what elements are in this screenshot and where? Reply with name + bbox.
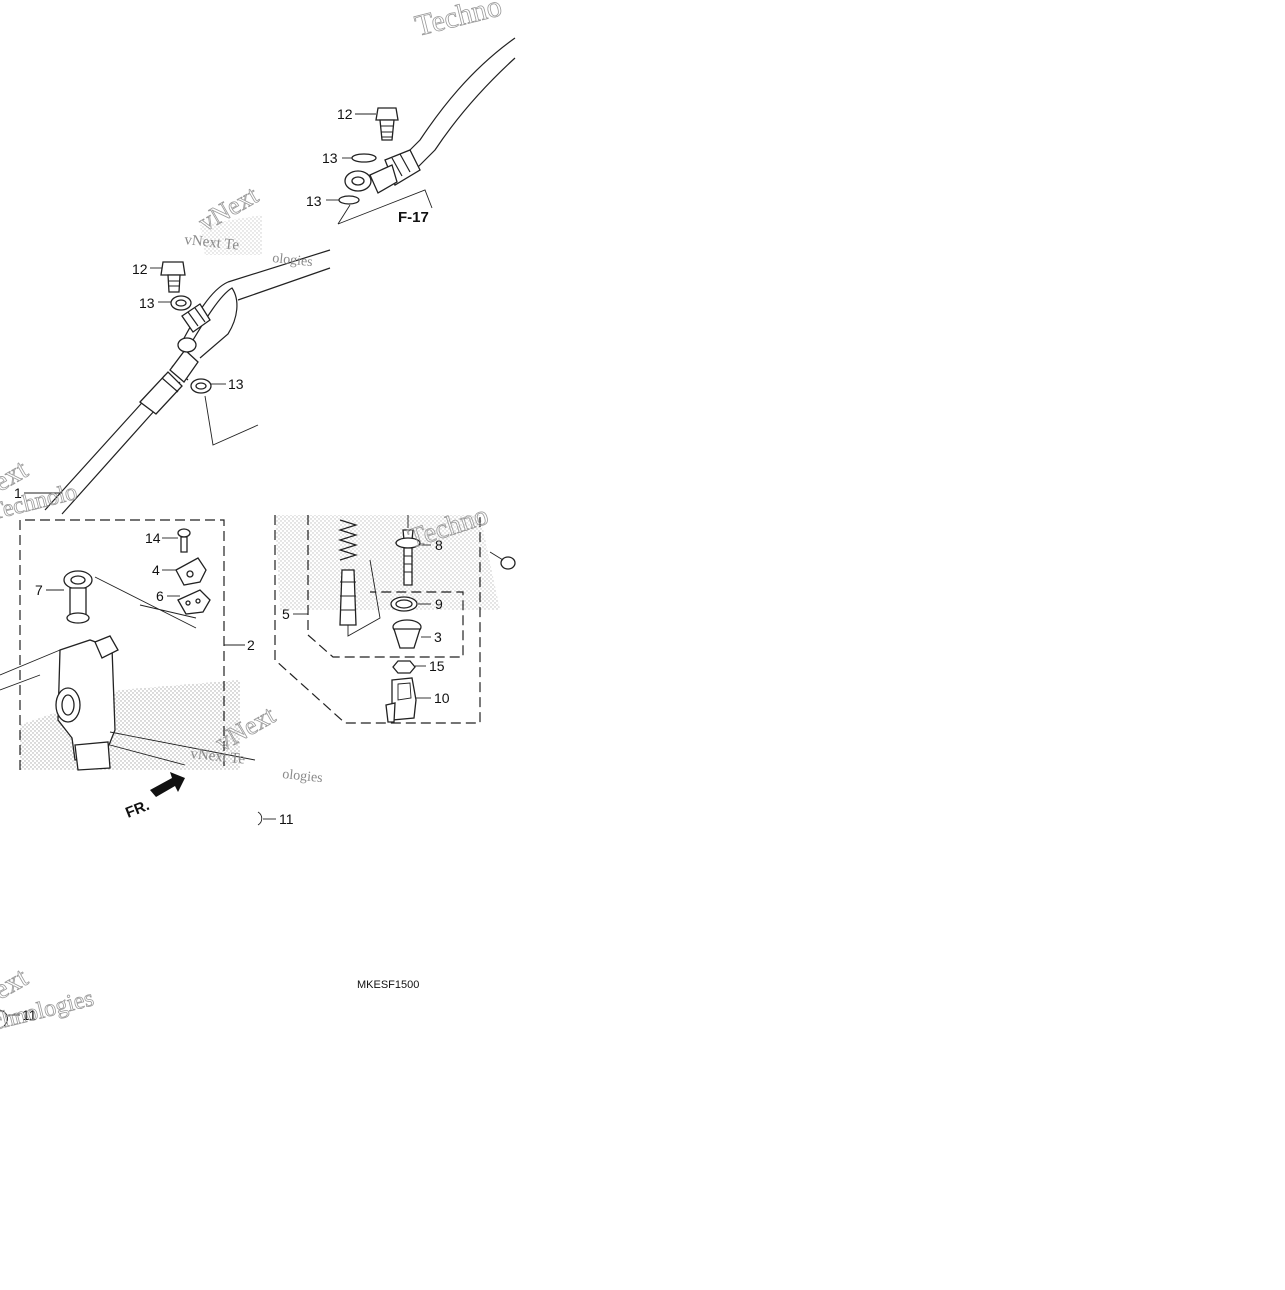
callout-13a: 13 [322, 150, 338, 166]
part-11-symbols [0, 811, 263, 1027]
lock-nut [392, 660, 416, 674]
callout-11b: 11 [22, 1007, 37, 1023]
reservoir-cap-plate [175, 557, 211, 615]
callout-5: 5 [282, 606, 290, 622]
middle-brake-hose [44, 249, 331, 515]
clevis-joint [385, 677, 417, 723]
reservoir-joint [63, 570, 93, 624]
watermark-top: Techno [412, 0, 505, 43]
front-marker-label: FR. [123, 797, 152, 822]
watermark-bottom-a: ext [0, 962, 33, 1006]
reference-label: F-17 [398, 209, 429, 226]
reservoir-bolt [489, 551, 516, 570]
master-cylinder-body [0, 635, 119, 771]
callout-7: 7 [35, 582, 43, 598]
callout-13b: 13 [306, 193, 322, 209]
watermark-low-c: ologies [282, 767, 324, 786]
push-rod-seal [395, 515, 421, 586]
callout-15: 15 [429, 658, 445, 674]
upper-banjo-bolt [375, 107, 399, 141]
callout-10: 10 [434, 690, 450, 706]
callout-leader-lines [8, 113, 431, 1016]
piston-spring [337, 519, 359, 561]
upper-brake-hose [369, 37, 516, 194]
middle-sealing-washers [170, 295, 212, 394]
callout-12a: 12 [337, 106, 353, 122]
callout-1: 1 [14, 485, 22, 501]
dust-boot [392, 619, 422, 649]
watermark-mid-c: ologies [272, 251, 314, 270]
callout-8: 8 [435, 537, 443, 553]
middle-reference-bracket [204, 395, 259, 446]
piston [339, 559, 381, 637]
callout-13d: 13 [228, 376, 244, 392]
cap-screw [177, 528, 191, 553]
watermark-mid-a: vNext Te [184, 232, 241, 254]
middle-banjo-bolt [160, 261, 186, 293]
callout-3: 3 [434, 629, 442, 645]
upper-reference-bracket [337, 189, 433, 225]
callout-12b: 12 [132, 261, 148, 277]
piston-kit-box [274, 515, 481, 724]
callout-14: 14 [145, 530, 161, 546]
watermark-low-a: vNext Te [190, 746, 247, 768]
callout-6: 6 [156, 588, 164, 604]
snap-ring [390, 596, 418, 612]
front-direction-marker: FR. [123, 772, 185, 822]
callout-9: 9 [435, 596, 443, 612]
cylinder-leader-lines [94, 576, 256, 766]
diagram-code: MKESF1500 [357, 979, 419, 991]
master-cylinder-assembly-box [19, 519, 245, 770]
callout-13c: 13 [139, 295, 155, 311]
callout-2: 2 [247, 637, 255, 653]
upper-banjo-fitting [344, 170, 372, 192]
callout-numbers: 12 13 13 12 13 13 1 14 4 6 7 2 8 5 9 3 1… [14, 106, 450, 1023]
callout-4: 4 [152, 562, 160, 578]
callout-11a: 11 [279, 811, 294, 827]
